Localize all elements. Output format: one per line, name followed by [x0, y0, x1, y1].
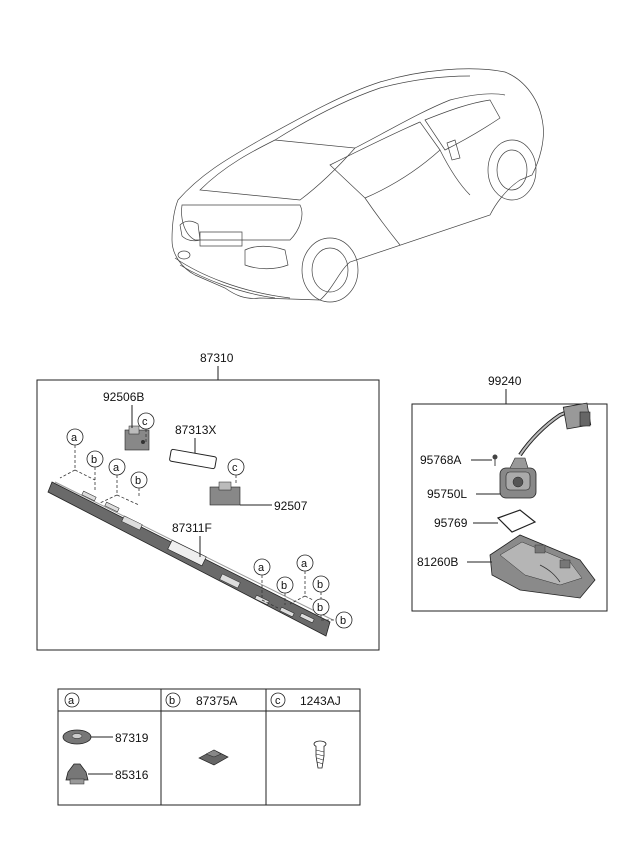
callout-circle-b-4: b — [312, 575, 330, 593]
label-95768A: 95768A — [420, 453, 461, 467]
seal-87313X — [169, 448, 217, 470]
label-81260B: 81260B — [417, 555, 458, 569]
label-99240: 99240 — [488, 374, 522, 388]
gasket-95769 — [496, 509, 537, 533]
svg-text:b: b — [317, 579, 323, 591]
legend-header-c: c — [270, 692, 286, 708]
screw-95768A — [492, 454, 498, 466]
housing-81260B — [489, 534, 596, 599]
washer-87319 — [62, 729, 92, 745]
camera-95750L — [499, 457, 537, 499]
svg-text:a: a — [113, 462, 120, 474]
callout-circle-c-2: c — [227, 458, 245, 476]
callout-circle-a-4: a — [296, 554, 314, 572]
svg-text:b: b — [317, 602, 323, 614]
legend-part-87319: 87319 — [115, 731, 149, 745]
legend-part-87375A: 87375A — [196, 694, 237, 708]
assembly-87310-box — [36, 379, 380, 651]
svg-text:b: b — [91, 454, 97, 466]
svg-text:c: c — [142, 416, 148, 428]
garnish-strip — [47, 481, 334, 637]
legend-header-a: a — [64, 692, 80, 708]
legend-header-b: b — [165, 692, 181, 708]
svg-text:b: b — [281, 580, 287, 592]
legend-table — [57, 688, 361, 806]
legend-part-1243AJ: 1243AJ — [300, 694, 341, 708]
label-95750L: 95750L — [427, 487, 467, 501]
svg-text:b: b — [169, 695, 175, 707]
svg-text:b: b — [340, 615, 346, 627]
label-87310: 87310 — [200, 351, 234, 365]
callout-circle-a-1: a — [66, 428, 84, 446]
car-illustration — [171, 68, 544, 303]
callout-circle-b-1: b — [86, 450, 104, 468]
screw-1243AJ — [313, 740, 327, 769]
label-92506B: 92506B — [103, 390, 144, 404]
svg-text:b: b — [135, 475, 141, 487]
svg-text:c: c — [275, 695, 281, 707]
label-92507: 92507 — [274, 499, 308, 513]
svg-text:a: a — [68, 695, 75, 707]
label-95769: 95769 — [434, 516, 468, 530]
label-87313X: 87313X — [175, 423, 216, 437]
clip-85316 — [65, 763, 89, 785]
svg-text:a: a — [71, 432, 78, 444]
callout-circle-a-3: a — [253, 558, 271, 576]
bracket-92506B — [124, 425, 150, 451]
legend-part-85316: 85316 — [115, 768, 149, 782]
svg-text:a: a — [301, 558, 308, 570]
pad-87375A — [198, 749, 229, 766]
callout-circle-b-3: b — [276, 576, 294, 594]
camera-harness — [518, 402, 592, 457]
callout-circle-a-2: a — [108, 458, 126, 476]
svg-text:a: a — [258, 562, 265, 574]
callout-circle-b-6: b — [335, 611, 353, 629]
bracket-92507 — [209, 481, 241, 506]
svg-text:c: c — [232, 462, 238, 474]
callout-circle-b-2: b — [130, 471, 148, 489]
assembly-99240-box — [411, 403, 608, 612]
callout-circle-c-1: c — [137, 412, 155, 430]
callout-circle-b-5: b — [312, 598, 330, 616]
label-87311F: 87311F — [172, 521, 212, 535]
